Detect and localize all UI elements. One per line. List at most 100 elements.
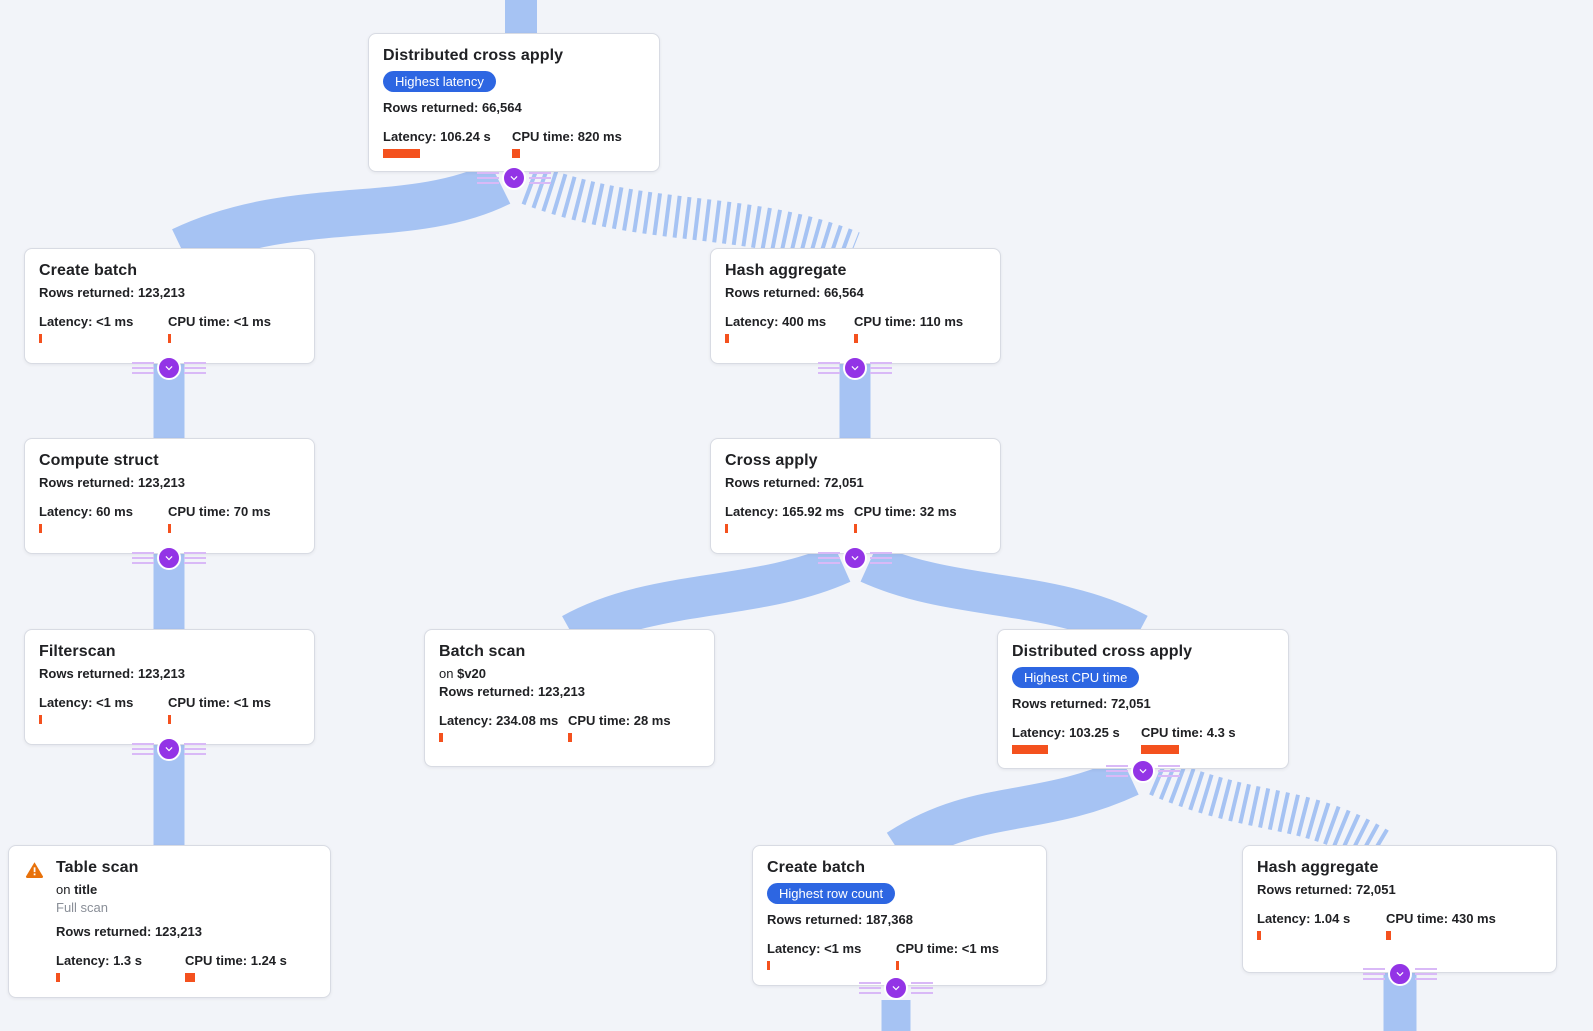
node-batch-scan[interactable]: Batch scan on $v20 Rows returned: 123,21… [424, 629, 715, 767]
edge-dca2-hashagg2-striped [1149, 757, 1393, 868]
cpu-time-label: CPU time: 1.24 s [185, 953, 287, 968]
cpu-time-bar [512, 149, 520, 158]
latency-bar [725, 524, 728, 533]
cpu-time-bar [168, 524, 171, 533]
connector-lines [911, 982, 933, 994]
node-title: Cross apply [725, 452, 818, 469]
connector-lines [184, 362, 206, 374]
collapse-button-createbatch1[interactable] [129, 356, 209, 380]
connector-lines [184, 743, 206, 755]
node-distributed-cross-apply-2[interactable]: Distributed cross apply Highest CPU time… [997, 629, 1289, 769]
node-compute-struct[interactable]: Compute struct Rows returned: 123,213 La… [24, 438, 315, 554]
connector-lines [1158, 765, 1180, 777]
cpu-time-label: CPU time: 110 ms [854, 314, 964, 329]
node-title: Create batch [39, 262, 138, 279]
chevron-down-icon [157, 356, 181, 380]
node-title: Compute struct [39, 452, 159, 469]
latency-bar [1012, 745, 1048, 754]
latency-label: Latency: <1 ms [39, 314, 134, 329]
rows-returned: Rows returned: 123,213 [39, 475, 185, 490]
rows-returned: Rows returned: 123,213 [439, 684, 585, 699]
connector-lines [132, 362, 154, 374]
node-hash-aggregate-1[interactable]: Hash aggregate Rows returned: 66,564 Lat… [710, 248, 1001, 364]
node-title: Distributed cross apply [1012, 643, 1193, 660]
node-title: Filterscan [39, 643, 116, 660]
cpu-time-bar [185, 973, 195, 982]
latency-bar [383, 149, 420, 158]
node-title: Hash aggregate [725, 262, 847, 279]
latency-bar [1257, 931, 1261, 940]
node-title: Hash aggregate [1257, 859, 1379, 876]
cpu-time-label: CPU time: <1 ms [168, 695, 271, 710]
cpu-time-label: CPU time: 4.3 s [1141, 725, 1236, 740]
collapse-button-filterscan[interactable] [129, 737, 209, 761]
cpu-time-bar [854, 524, 857, 533]
cpu-time-label: CPU time: 70 ms [168, 504, 271, 519]
collapse-button-dca1[interactable] [474, 166, 554, 190]
chevron-down-icon [843, 356, 867, 380]
node-title: Create batch [767, 859, 866, 876]
highest-row-count-badge: Highest row count [767, 883, 896, 904]
chevron-down-icon [843, 546, 867, 570]
rows-returned: Rows returned: 66,564 [725, 285, 864, 300]
chevron-down-icon [1131, 759, 1155, 783]
chevron-down-icon [157, 546, 181, 570]
cpu-time-label: CPU time: 28 ms [568, 713, 671, 728]
node-create-batch-1[interactable]: Create batch Rows returned: 123,213 Late… [24, 248, 315, 364]
node-title: Batch scan [439, 643, 526, 660]
node-cross-apply[interactable]: Cross apply Rows returned: 72,051 Latenc… [710, 438, 1001, 554]
connector-lines [132, 552, 154, 564]
latency-bar [725, 334, 729, 343]
chevron-down-icon [157, 737, 181, 761]
scan-target: on $v20 [439, 666, 487, 681]
latency-label: Latency: 1.3 s [56, 953, 142, 968]
node-filterscan[interactable]: Filterscan Rows returned: 123,213 Latenc… [24, 629, 315, 745]
rows-returned: Rows returned: 72,051 [1012, 696, 1151, 711]
cpu-time-label: CPU time: 430 ms [1386, 911, 1496, 926]
highest-latency-badge: Highest latency [383, 71, 496, 92]
cpu-time-label: CPU time: 32 ms [854, 504, 957, 519]
rows-returned: Rows returned: 123,213 [56, 924, 202, 939]
latency-label: Latency: 165.92 ms [725, 504, 845, 519]
connector-lines [184, 552, 206, 564]
node-table-scan[interactable]: Table scan on title Full scan Rows retur… [8, 845, 331, 998]
node-hash-aggregate-2[interactable]: Hash aggregate Rows returned: 72,051 Lat… [1242, 845, 1557, 973]
cpu-time-bar [896, 961, 899, 970]
collapse-button-dca2[interactable] [1103, 759, 1183, 783]
chevron-down-icon [502, 166, 526, 190]
latency-label: Latency: 234.08 ms [439, 713, 559, 728]
edge-crossapply-dca2 [860, 544, 1148, 653]
rows-returned: Rows returned: 66,564 [383, 100, 522, 115]
cpu-time-bar [1386, 931, 1391, 940]
rows-returned: Rows returned: 123,213 [39, 285, 185, 300]
latency-bar [39, 524, 42, 533]
node-title: Distributed cross apply [383, 47, 564, 64]
cpu-time-label: CPU time: <1 ms [896, 941, 999, 956]
latency-label: Latency: 103.25 s [1012, 725, 1120, 740]
collapse-button-createbatch2[interactable] [856, 976, 936, 1000]
node-create-batch-2[interactable]: Create batch Highest row count Rows retu… [752, 845, 1047, 986]
edge-dca1-createbatch1 [172, 162, 511, 271]
latency-label: Latency: 60 ms [39, 504, 133, 519]
cpu-time-bar [168, 334, 171, 343]
latency-bar [39, 334, 42, 343]
latency-label: Latency: <1 ms [767, 941, 862, 956]
rows-returned: Rows returned: 72,051 [1257, 882, 1396, 897]
connector-lines [870, 552, 892, 564]
warning-triangle-icon [25, 862, 44, 878]
connector-lines [132, 743, 154, 755]
rows-returned: Rows returned: 187,368 [767, 912, 913, 927]
connector-lines [477, 172, 499, 184]
collapse-button-computestruct[interactable] [129, 546, 209, 570]
latency-bar [767, 961, 770, 970]
connector-lines [859, 982, 881, 994]
collapse-button-hashagg2[interactable] [1360, 962, 1440, 986]
collapse-button-crossapply[interactable] [815, 546, 895, 570]
connector-lines [529, 172, 551, 184]
node-distributed-cross-apply-1[interactable]: Distributed cross apply Highest latency … [368, 33, 660, 172]
latency-bar [56, 973, 60, 982]
node-title: Table scan [56, 859, 139, 876]
edge-crossapply-batchscan [562, 544, 851, 653]
collapse-button-hashagg1[interactable] [815, 356, 895, 380]
